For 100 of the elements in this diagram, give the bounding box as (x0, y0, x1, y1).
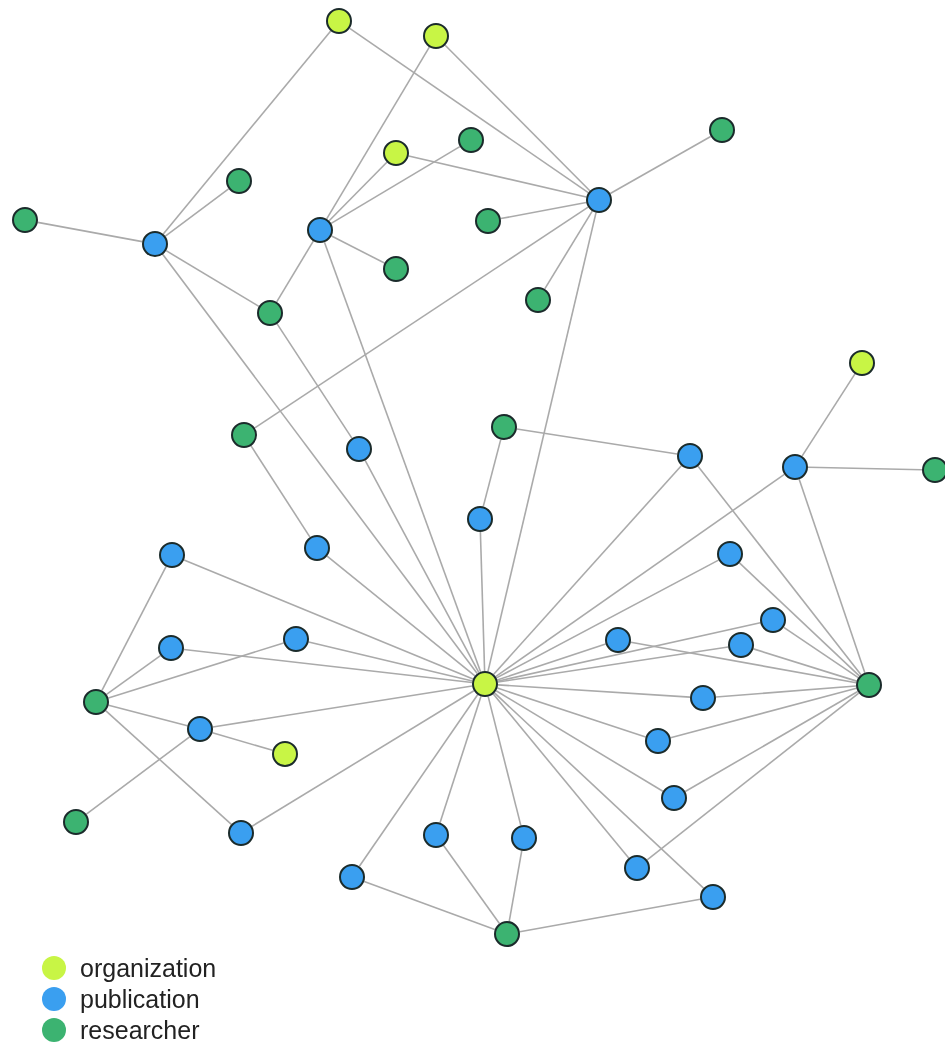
connector-line (183, 559, 474, 680)
connector-line (107, 642, 285, 699)
connector-line (492, 464, 683, 676)
connector-line (494, 473, 786, 678)
node-circle (475, 208, 501, 234)
connector-line (325, 46, 431, 220)
node-circle (645, 728, 671, 754)
connector-line (697, 465, 862, 676)
legend-label: researcher (80, 1018, 200, 1043)
connector-line (442, 844, 501, 925)
connector-line (323, 241, 482, 673)
node-circle (511, 825, 537, 851)
node-circle (677, 443, 703, 469)
node-circle (782, 454, 808, 480)
connector-line (782, 626, 860, 679)
connector-line (275, 240, 315, 303)
connector-line (807, 466, 923, 471)
node-circle (383, 140, 409, 166)
node-circle (690, 685, 716, 711)
connector-line (104, 709, 233, 826)
node-circle (228, 820, 254, 846)
node-circle (231, 422, 257, 448)
node-circle (159, 542, 185, 568)
node-circle (304, 535, 330, 561)
connector-line (330, 235, 386, 264)
connector-line (630, 641, 857, 684)
node-circle (605, 627, 631, 653)
node-circle (83, 689, 109, 715)
node-circle (283, 626, 309, 652)
connector-line (496, 687, 647, 738)
connector-line (211, 731, 274, 752)
connector-line (364, 459, 480, 674)
node-circle (272, 741, 298, 767)
node-circle (187, 716, 213, 742)
connector-line (363, 880, 496, 931)
connector-line (495, 559, 720, 679)
node-circle (709, 117, 735, 143)
node-circle (257, 300, 283, 326)
connector-line (358, 693, 479, 868)
connector-line (439, 695, 482, 824)
connector-line (183, 648, 473, 684)
connector-line (487, 211, 597, 673)
connector-line (105, 654, 162, 696)
connector-line (250, 445, 311, 538)
connector-line (444, 44, 591, 192)
node-circle (423, 822, 449, 848)
connector-line (715, 685, 857, 698)
connector-line (328, 161, 388, 222)
connector-line (107, 704, 189, 727)
node-circle (586, 187, 612, 213)
node-circle (922, 457, 945, 483)
node-circle (12, 207, 38, 233)
node-circle (700, 884, 726, 910)
node-circle (472, 671, 498, 697)
connector-line (85, 736, 191, 815)
node-circle (158, 635, 184, 661)
connector-line (669, 687, 858, 739)
connector-line (499, 201, 588, 220)
node-circle (760, 607, 786, 633)
connector-line (348, 27, 590, 194)
connector-line (609, 135, 712, 195)
connector-line (508, 850, 523, 922)
connector-line (407, 155, 588, 198)
connector-line (801, 373, 856, 457)
connector-line (482, 438, 502, 508)
node-circle (383, 256, 409, 282)
connector-line (251, 690, 475, 828)
connector-line (162, 253, 478, 675)
connector-line (516, 428, 678, 455)
connector-line (487, 695, 522, 827)
connector-line (752, 648, 858, 682)
node-circle (339, 864, 365, 890)
connector-line (330, 145, 461, 225)
connector-line (738, 562, 861, 677)
node-circle (326, 8, 352, 34)
connector-line (492, 693, 630, 859)
node-circle (624, 855, 650, 881)
node-circle (494, 921, 520, 947)
node-circle (226, 168, 252, 194)
legend-label: publication (80, 987, 200, 1012)
node-circle (458, 127, 484, 153)
connector-line (684, 690, 859, 793)
connector-line (497, 684, 691, 698)
connector-line (646, 692, 860, 861)
node-circle (423, 23, 449, 49)
node-circle (346, 436, 372, 462)
connector-line (276, 323, 353, 439)
node-circle (728, 632, 754, 658)
connector-line (497, 646, 729, 683)
connector-line (519, 898, 701, 933)
connector-line (254, 206, 589, 429)
node-circle (856, 672, 882, 698)
node-circle (525, 287, 551, 313)
node-circle (717, 541, 743, 567)
connector-line (165, 249, 260, 308)
node-circle (142, 231, 168, 257)
connector-line (212, 685, 473, 728)
node-circle (467, 506, 493, 532)
node-circle (491, 414, 517, 440)
connector-line (326, 555, 476, 677)
